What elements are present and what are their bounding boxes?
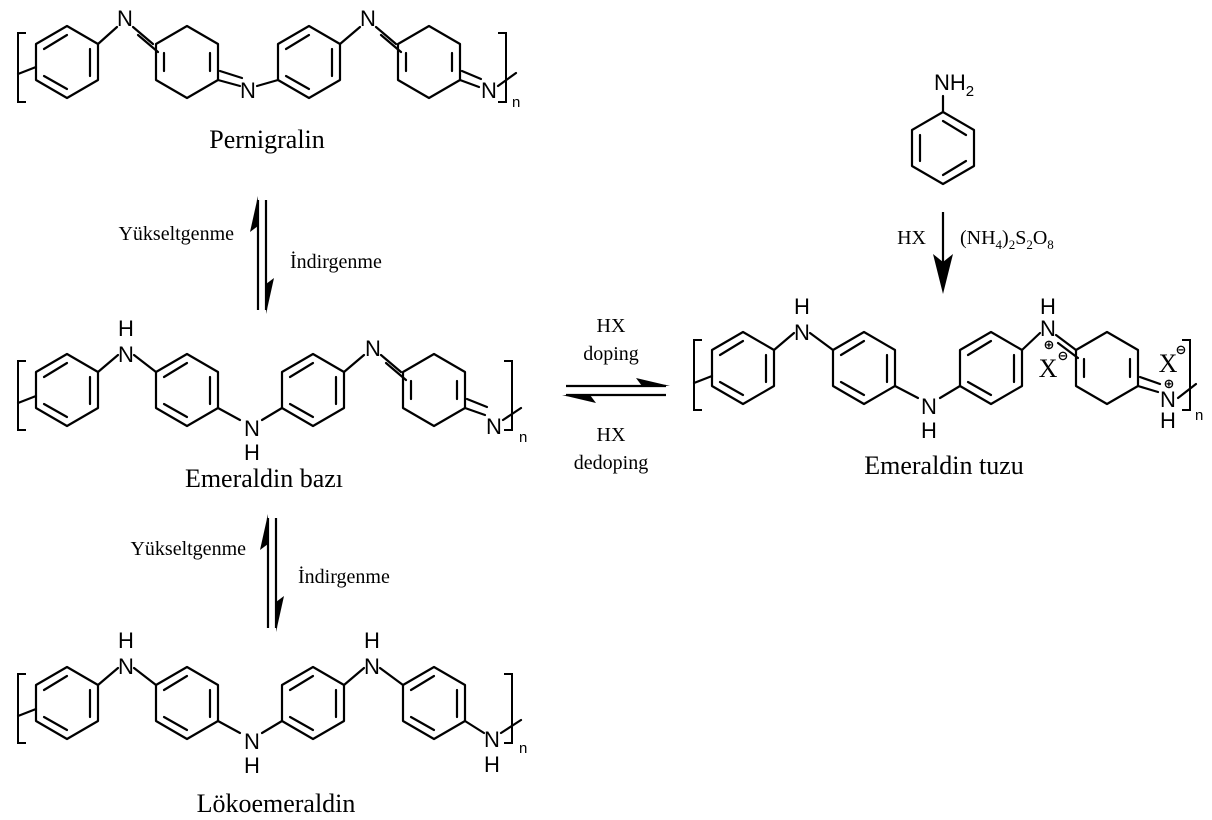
repeat-unit-n: n — [1195, 407, 1203, 424]
oxidation-label-bottom: Yükseltgenme — [130, 538, 246, 560]
doping-equilibrium: HX doping HX dedoping — [562, 315, 670, 474]
amine-nitrogen-2: N — [921, 394, 937, 419]
polaron-hydrogen-1: H — [1040, 294, 1056, 319]
doping-acid-label: HX — [597, 315, 626, 337]
amine-hydrogen-1: H — [118, 628, 134, 653]
right-bracket — [498, 32, 507, 103]
benzene-ring — [154, 352, 220, 428]
quinoid-ring — [1074, 330, 1140, 406]
negative-charge-1: ⊖ — [1058, 349, 1069, 364]
emeraldin-salt-structure: H N N H H N ⊕ X ⊖ X ⊖ ⊕ N H n Emeraldin … — [692, 294, 1203, 480]
left-bracket — [17, 360, 26, 431]
repeat-unit-n: n — [519, 740, 527, 757]
dedoping-acid-label: HX — [597, 424, 626, 446]
imine-nitrogen-1: N — [117, 6, 133, 31]
imine-nitrogen-2: N — [240, 78, 256, 103]
right-bracket — [504, 360, 513, 431]
polymerization-arrow: HX (NH4)2S2O8 — [897, 212, 1054, 294]
redox-arrows-bottom: Yükseltgenme İndirgenme — [130, 514, 390, 632]
amine-nitrogen-1: N — [118, 654, 134, 679]
emeraldin-base-structure: H N N H N N n Emeraldin bazı — [16, 316, 527, 493]
emeraldin-base-caption: Emeraldin bazı — [185, 464, 343, 493]
left-bracket — [17, 32, 26, 103]
benzene-ring — [154, 665, 220, 741]
polaron-nitrogen-1: N — [1040, 316, 1056, 341]
imine-nitrogen-3: N — [360, 6, 376, 31]
quinoid-ring — [396, 24, 462, 100]
benzene-ring — [710, 330, 776, 406]
pernigralin-structure: N N N N n Pernigralin — [16, 6, 520, 154]
amine-nitrogen-2: N — [244, 416, 260, 441]
benzene-ring — [910, 110, 976, 186]
amine-nitrogen-2: N — [244, 729, 260, 754]
imine-nitrogen-4: N — [481, 78, 497, 103]
amine-hydrogen-2: H — [921, 418, 937, 443]
aniline-structure: NH2 — [910, 70, 976, 186]
repeat-unit-n: n — [519, 429, 527, 446]
benzene-ring — [276, 24, 342, 100]
quinoid-ring — [154, 24, 220, 100]
right-bracket — [504, 673, 513, 744]
amine-hydrogen-4: H — [484, 752, 500, 777]
benzene-ring — [958, 330, 1024, 406]
redox-arrows-top: Yükseltgenme İndirgenme — [118, 196, 382, 314]
amine-nitrogen-1: N — [794, 320, 810, 345]
amine-hydrogen-3: H — [364, 628, 380, 653]
left-bracket — [17, 673, 26, 744]
imine-nitrogen-2: N — [486, 414, 502, 439]
repeat-unit-n: n — [512, 94, 520, 111]
quinoid-ring — [401, 352, 467, 428]
amine-hydrogen-1: H — [118, 316, 134, 341]
polaron-nitrogen-2: N — [1160, 387, 1176, 412]
leucoemeraldin-structure: H N N H H N N H n Lökoemeraldin — [16, 628, 527, 818]
doping-label: doping — [583, 343, 639, 365]
oxidant-label: (NH4)2S2O8 — [960, 227, 1054, 252]
leucoemeraldin-caption: Lökoemeraldin — [197, 789, 356, 818]
pernigralin-caption: Pernigralin — [209, 125, 325, 154]
left-bracket — [693, 339, 702, 411]
benzene-ring — [280, 352, 346, 428]
positive-charge-1: ⊕ — [1044, 338, 1055, 353]
benzene-ring — [34, 352, 100, 428]
polymerization-acid-label: HX — [897, 227, 926, 249]
negative-charge-2: ⊖ — [1176, 343, 1187, 358]
amine-nitrogen-3: N — [364, 654, 380, 679]
dedoping-label: dedoping — [574, 452, 648, 474]
counterion-1: X — [1039, 354, 1058, 383]
right-bracket — [1182, 339, 1191, 411]
polaron-hydrogen-2: H — [1160, 408, 1176, 433]
benzene-ring — [280, 665, 346, 741]
benzene-ring — [34, 665, 100, 741]
oxidation-label-top: Yükseltgenme — [118, 223, 234, 245]
amine-hydrogen-1: H — [794, 294, 810, 319]
amine-hydrogen-2: H — [244, 753, 260, 778]
reduction-label-bottom: İndirgenme — [298, 565, 390, 588]
amine-nitrogen-4: N — [484, 727, 500, 752]
reduction-label-top: İndirgenme — [290, 250, 382, 273]
amine-hydrogen-2: H — [244, 440, 260, 465]
imine-nitrogen-1: N — [365, 336, 381, 361]
benzene-ring — [34, 24, 100, 100]
amine-nitrogen-1: N — [118, 342, 134, 367]
aniline-amine-group: NH2 — [934, 70, 974, 100]
positive-charge-2: ⊕ — [1164, 377, 1175, 392]
benzene-ring — [831, 330, 897, 406]
emeraldin-salt-caption: Emeraldin tuzu — [864, 451, 1024, 480]
benzene-ring — [401, 665, 467, 741]
counterion-2: X — [1159, 349, 1178, 378]
